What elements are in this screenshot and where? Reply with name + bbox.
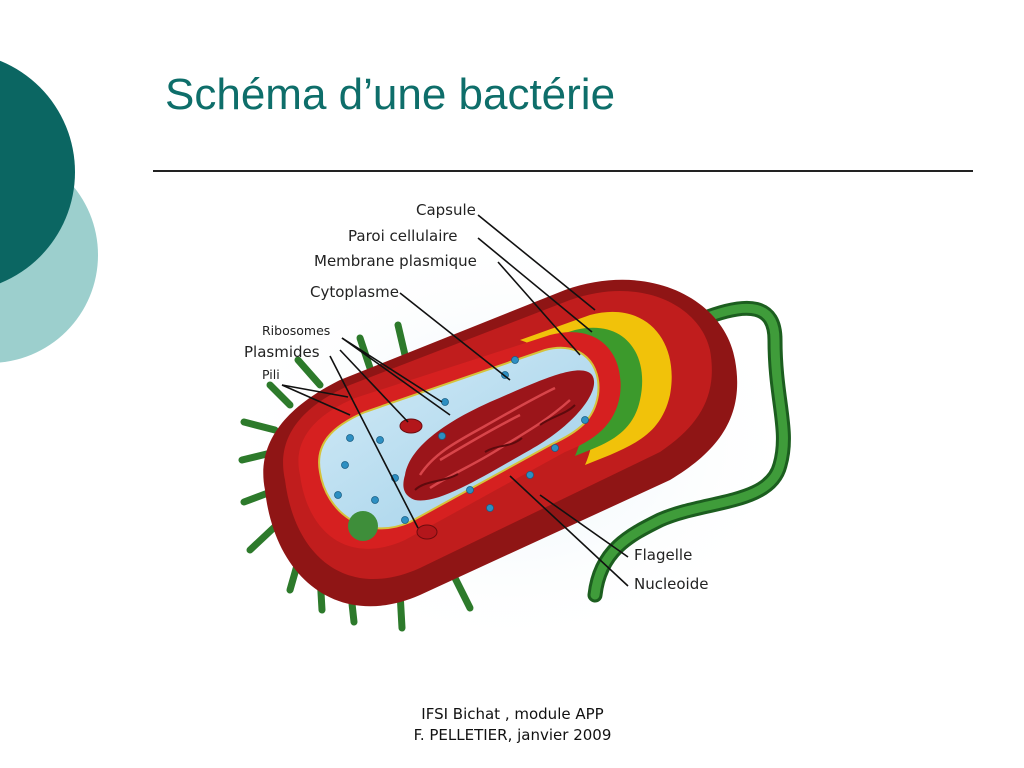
footer-line-2: F. PELLETIER, janvier 2009 <box>413 726 612 744</box>
label-cell-wall: Paroi cellulaire <box>348 227 458 245</box>
bacteria-diagram: Capsule Paroi cellulaire Membrane plasmi… <box>230 190 810 650</box>
plasmids <box>399 418 438 540</box>
footer-line-1: IFSI Bichat , module APP <box>421 705 604 723</box>
nucleoid <box>403 370 595 501</box>
label-ribosomes: Ribosomes <box>262 323 331 338</box>
decorative-circle-dark <box>0 60 75 284</box>
slide-title: Schéma d’une bactérie <box>165 70 616 119</box>
granule <box>348 511 378 541</box>
bacteria-illustration <box>230 214 800 650</box>
leader-lines <box>281 214 629 587</box>
label-cytoplasm: Cytoplasme <box>310 283 399 301</box>
decorative-circles <box>0 60 98 363</box>
label-flagellum: Flagelle <box>634 546 693 564</box>
label-pili: Pili <box>262 367 280 382</box>
footer: IFSI Bichat , module APP F. PELLETIER, j… <box>380 704 645 746</box>
label-plasma-membrane: Membrane plasmique <box>314 252 477 270</box>
label-nucleoid: Nucleoide <box>634 575 709 593</box>
ribosomes <box>334 356 589 524</box>
title-divider <box>153 170 973 172</box>
label-capsule: Capsule <box>416 201 476 219</box>
flagellum-highlight <box>590 303 788 600</box>
label-plasmids: Plasmides <box>244 343 320 361</box>
